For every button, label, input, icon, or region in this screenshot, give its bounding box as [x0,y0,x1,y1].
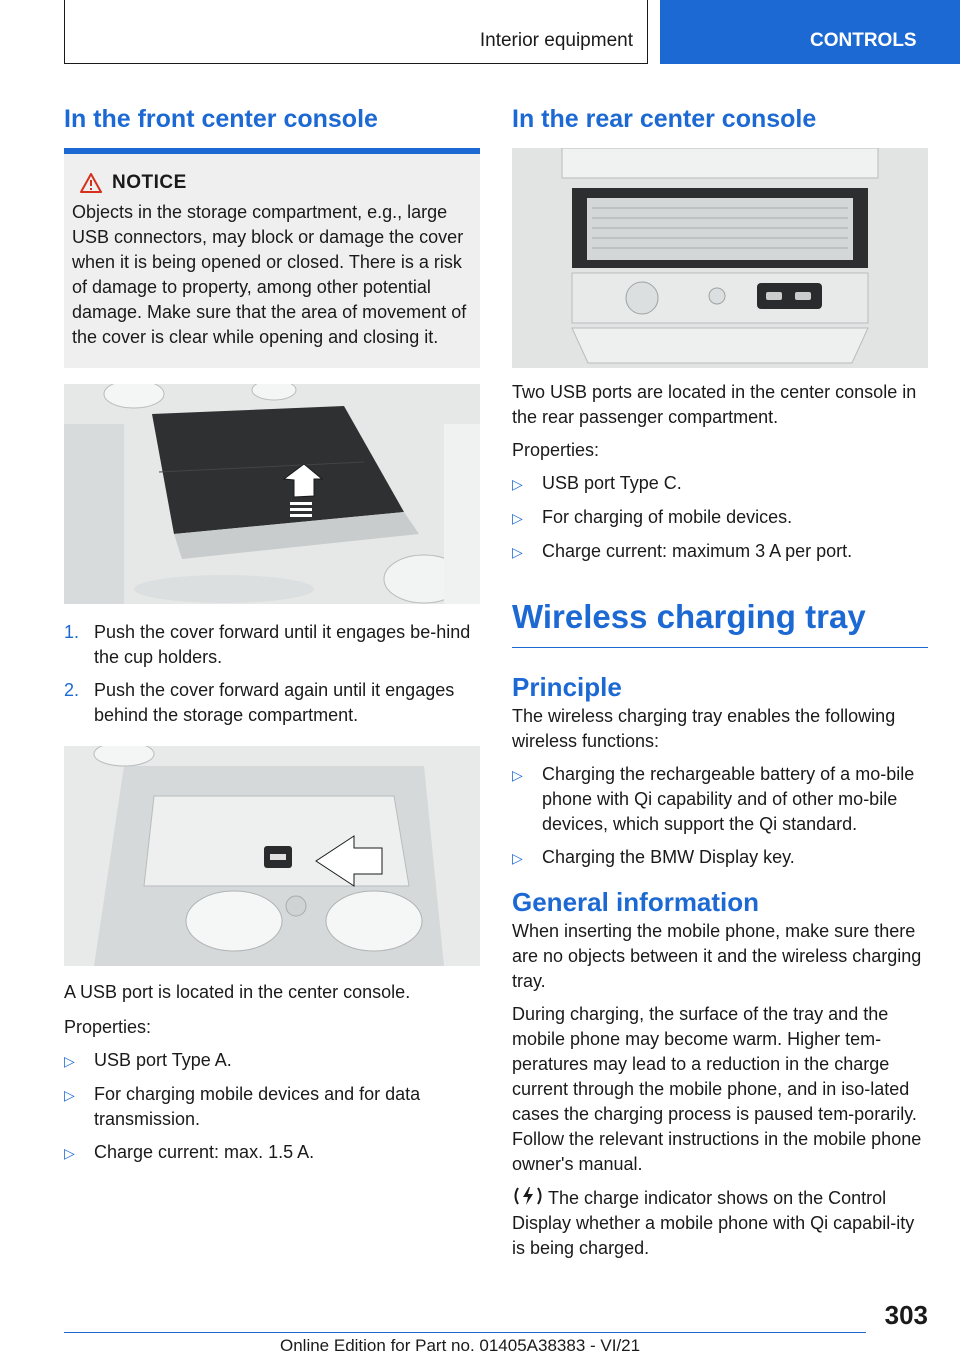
front-console-heading: In the front center console [64,105,378,133]
list-item: ▷ Charge current: max. 1.5 A. [64,1140,480,1166]
general-information-heading: General information [512,887,760,917]
list-item: ▷ For charging of mobile devices. [512,505,928,531]
property-text: Charge current: max. 1.5 A. [94,1142,315,1162]
front-properties-label: Properties: [64,1017,152,1037]
notice-box: NOTICE Objects in the storage compartmen… [64,154,480,368]
front-usb-port-image [64,746,480,966]
triangle-bullet-icon: ▷ [512,767,523,783]
triangle-bullet-icon: ▷ [64,1145,75,1161]
step-number: 2. [64,680,80,700]
footer-rule [64,1332,866,1333]
heading-rule [64,148,480,154]
property-text: USB port Type A. [94,1050,232,1070]
front-properties-list: ▷ USB port Type A. ▷ For charging mobile d… [64,1048,480,1166]
list-item: 1. Push the cover forward until it engag… [64,620,480,670]
list-item: ▷ Charge current: maximum 3 A per port. [512,539,928,565]
notice-header: NOTICE [72,172,472,194]
rear-usb-port-image [512,148,928,368]
principle-heading: Principle [512,672,622,702]
general-paragraph-2: During charging, the surface of the tray… [512,1004,922,1174]
property-text: For charging mobile devices and for data… [94,1084,421,1129]
charge-indicator-text: The charge indicator shows on the Contro… [512,1188,915,1258]
triangle-bullet-icon: ▷ [64,1087,75,1103]
right-column: In the rear center console Two USB ports… [512,100,928,1261]
triangle-bullet-icon: ▷ [512,850,523,866]
list-item: ▷ For charging mobile devices and for dat… [64,1082,480,1132]
general-paragraph-1: When inserting the mobile phone, make su… [512,921,922,991]
step-text: Push the cover forward until it engages … [94,622,471,667]
header-chapter-title: CONTROLS [810,30,917,51]
rear-properties-list: ▷ USB port Type C. ▷ For charging of mobil… [512,471,928,565]
list-item: ▷ Charging the BMW Display key. [512,845,928,871]
wireless-charging-heading: Wireless charging tray [512,598,866,635]
warning-triangle-icon [80,173,102,193]
header-chapter-tab: CONTROLS [660,0,960,64]
triangle-bullet-icon: ▷ [512,476,523,492]
list-item: ▷ USB port Type A. [64,1048,480,1074]
page-number: 303 [884,1300,928,1330]
wireless-functions-list: ▷ Charging the rechargeable battery of a … [512,762,928,871]
property-text: USB port Type C. [542,473,682,493]
list-item: ▷ USB port Type C. [512,471,928,497]
property-text: For charging of mobile devices. [542,507,793,527]
step-text: Push the cover forward again until it en… [94,680,455,725]
notice-title: NOTICE [112,172,187,193]
footer-edition: Online Edition for Part no. 01405A38383 … [280,1336,641,1355]
triangle-bullet-icon: ▷ [512,544,523,560]
property-text: Charge current: maximum 3 A per port. [542,541,853,561]
rear-usb-text: Two USB ports are located in the center … [512,382,917,427]
header-section-title: Interior equipment [479,30,633,51]
wireless-charging-icon [514,1187,542,1205]
header-section-box: Interior equipment [64,0,648,64]
cover-steps-list: 1. Push the cover forward until it engag… [64,620,480,728]
list-item: 2. Push the cover forward again until it… [64,678,480,728]
triangle-bullet-icon: ▷ [512,510,523,526]
principle-text: The wireless charging tray enables the f… [512,706,896,751]
triangle-bullet-icon: ▷ [64,1053,75,1069]
front-usb-text: A USB port is located in the center cons… [64,982,411,1002]
wireless-heading-rule [512,647,928,648]
list-item: ▷ Charging the rechargeable battery of a … [512,762,928,837]
charge-indicator-paragraph: The charge indicator shows on the Contro… [512,1185,928,1261]
function-text: Charging the rechargeable battery of a m… [542,764,915,834]
function-text: Charging the BMW Display key. [542,847,795,867]
step-number: 1. [64,622,80,642]
rear-console-heading: In the rear center console [512,105,817,133]
notice-text: Objects in the storage compartment, e.g.… [72,202,467,347]
left-column: In the front center console NOTICE Objec… [64,100,480,1174]
front-console-cover-image [64,384,480,604]
rear-properties-label: Properties: [512,440,600,460]
